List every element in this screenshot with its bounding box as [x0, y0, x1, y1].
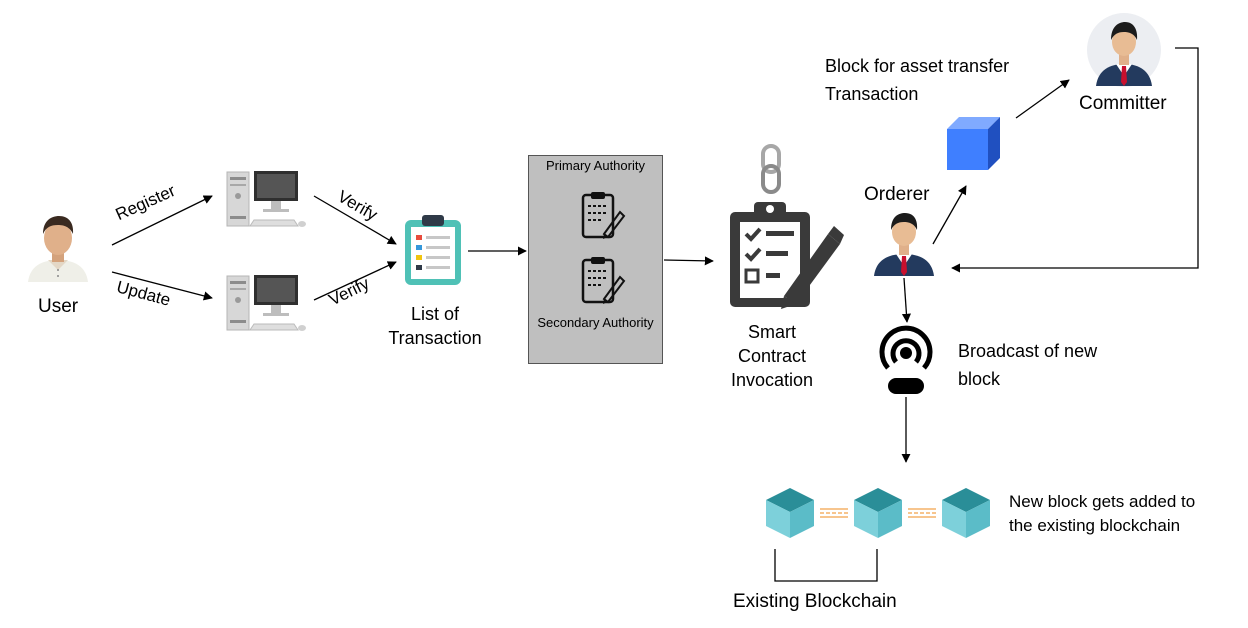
clipboard-list-icon [405, 215, 461, 285]
cube-icon [947, 117, 1000, 170]
arrow-register [111, 195, 213, 246]
arrow-orderer-to-broadcast [901, 277, 911, 323]
existing-blockchain-bracket [774, 549, 878, 582]
arrow-committer-to-orderer [951, 47, 1199, 273]
computer-icon [226, 171, 306, 227]
arrow-orderer-to-block [932, 185, 967, 245]
orderer-label: Orderer [864, 184, 930, 205]
user-label: User [38, 296, 79, 317]
existing-blockchain-label: Existing Blockchain [733, 591, 897, 612]
chain-link-icon [761, 144, 781, 194]
blockchain-block-icon [942, 488, 990, 538]
new-block-added-label: New block gets added to the existing blo… [1009, 492, 1196, 535]
user-avatar-icon [28, 216, 88, 282]
document-sign-icon [581, 192, 626, 239]
blockchain-block-icon [766, 488, 814, 538]
blockchain-block-icon [854, 488, 902, 538]
broadcast-icon [879, 325, 933, 394]
chain-link-icon [820, 508, 848, 518]
list-of-transaction-label: List of Transaction [388, 304, 482, 348]
primary-authority-label: Primary Authority [546, 158, 645, 173]
committer-label: Committer [1079, 93, 1167, 114]
smart-contract-label: Smart Contract Invocation [730, 322, 814, 390]
document-sign-icon [581, 257, 626, 304]
chain-link-icon [908, 508, 936, 518]
computer-icon [226, 275, 306, 331]
arrow-verify-top [313, 195, 397, 245]
person-suit-icon [1087, 13, 1161, 87]
broadcast-label: Broadcast of new block [958, 341, 1098, 389]
arrow-block-to-committer [1015, 79, 1070, 119]
contract-pencil-icon [730, 202, 844, 309]
person-suit-icon [874, 213, 934, 276]
block-for-asset-label: Block for asset transfer Transaction [825, 56, 1010, 104]
arrow-authority-to-contract [663, 256, 714, 266]
arrow-update [111, 271, 213, 301]
secondary-authority-label: Secondary Authority [537, 315, 654, 330]
arrow-verify-bottom [313, 261, 397, 301]
